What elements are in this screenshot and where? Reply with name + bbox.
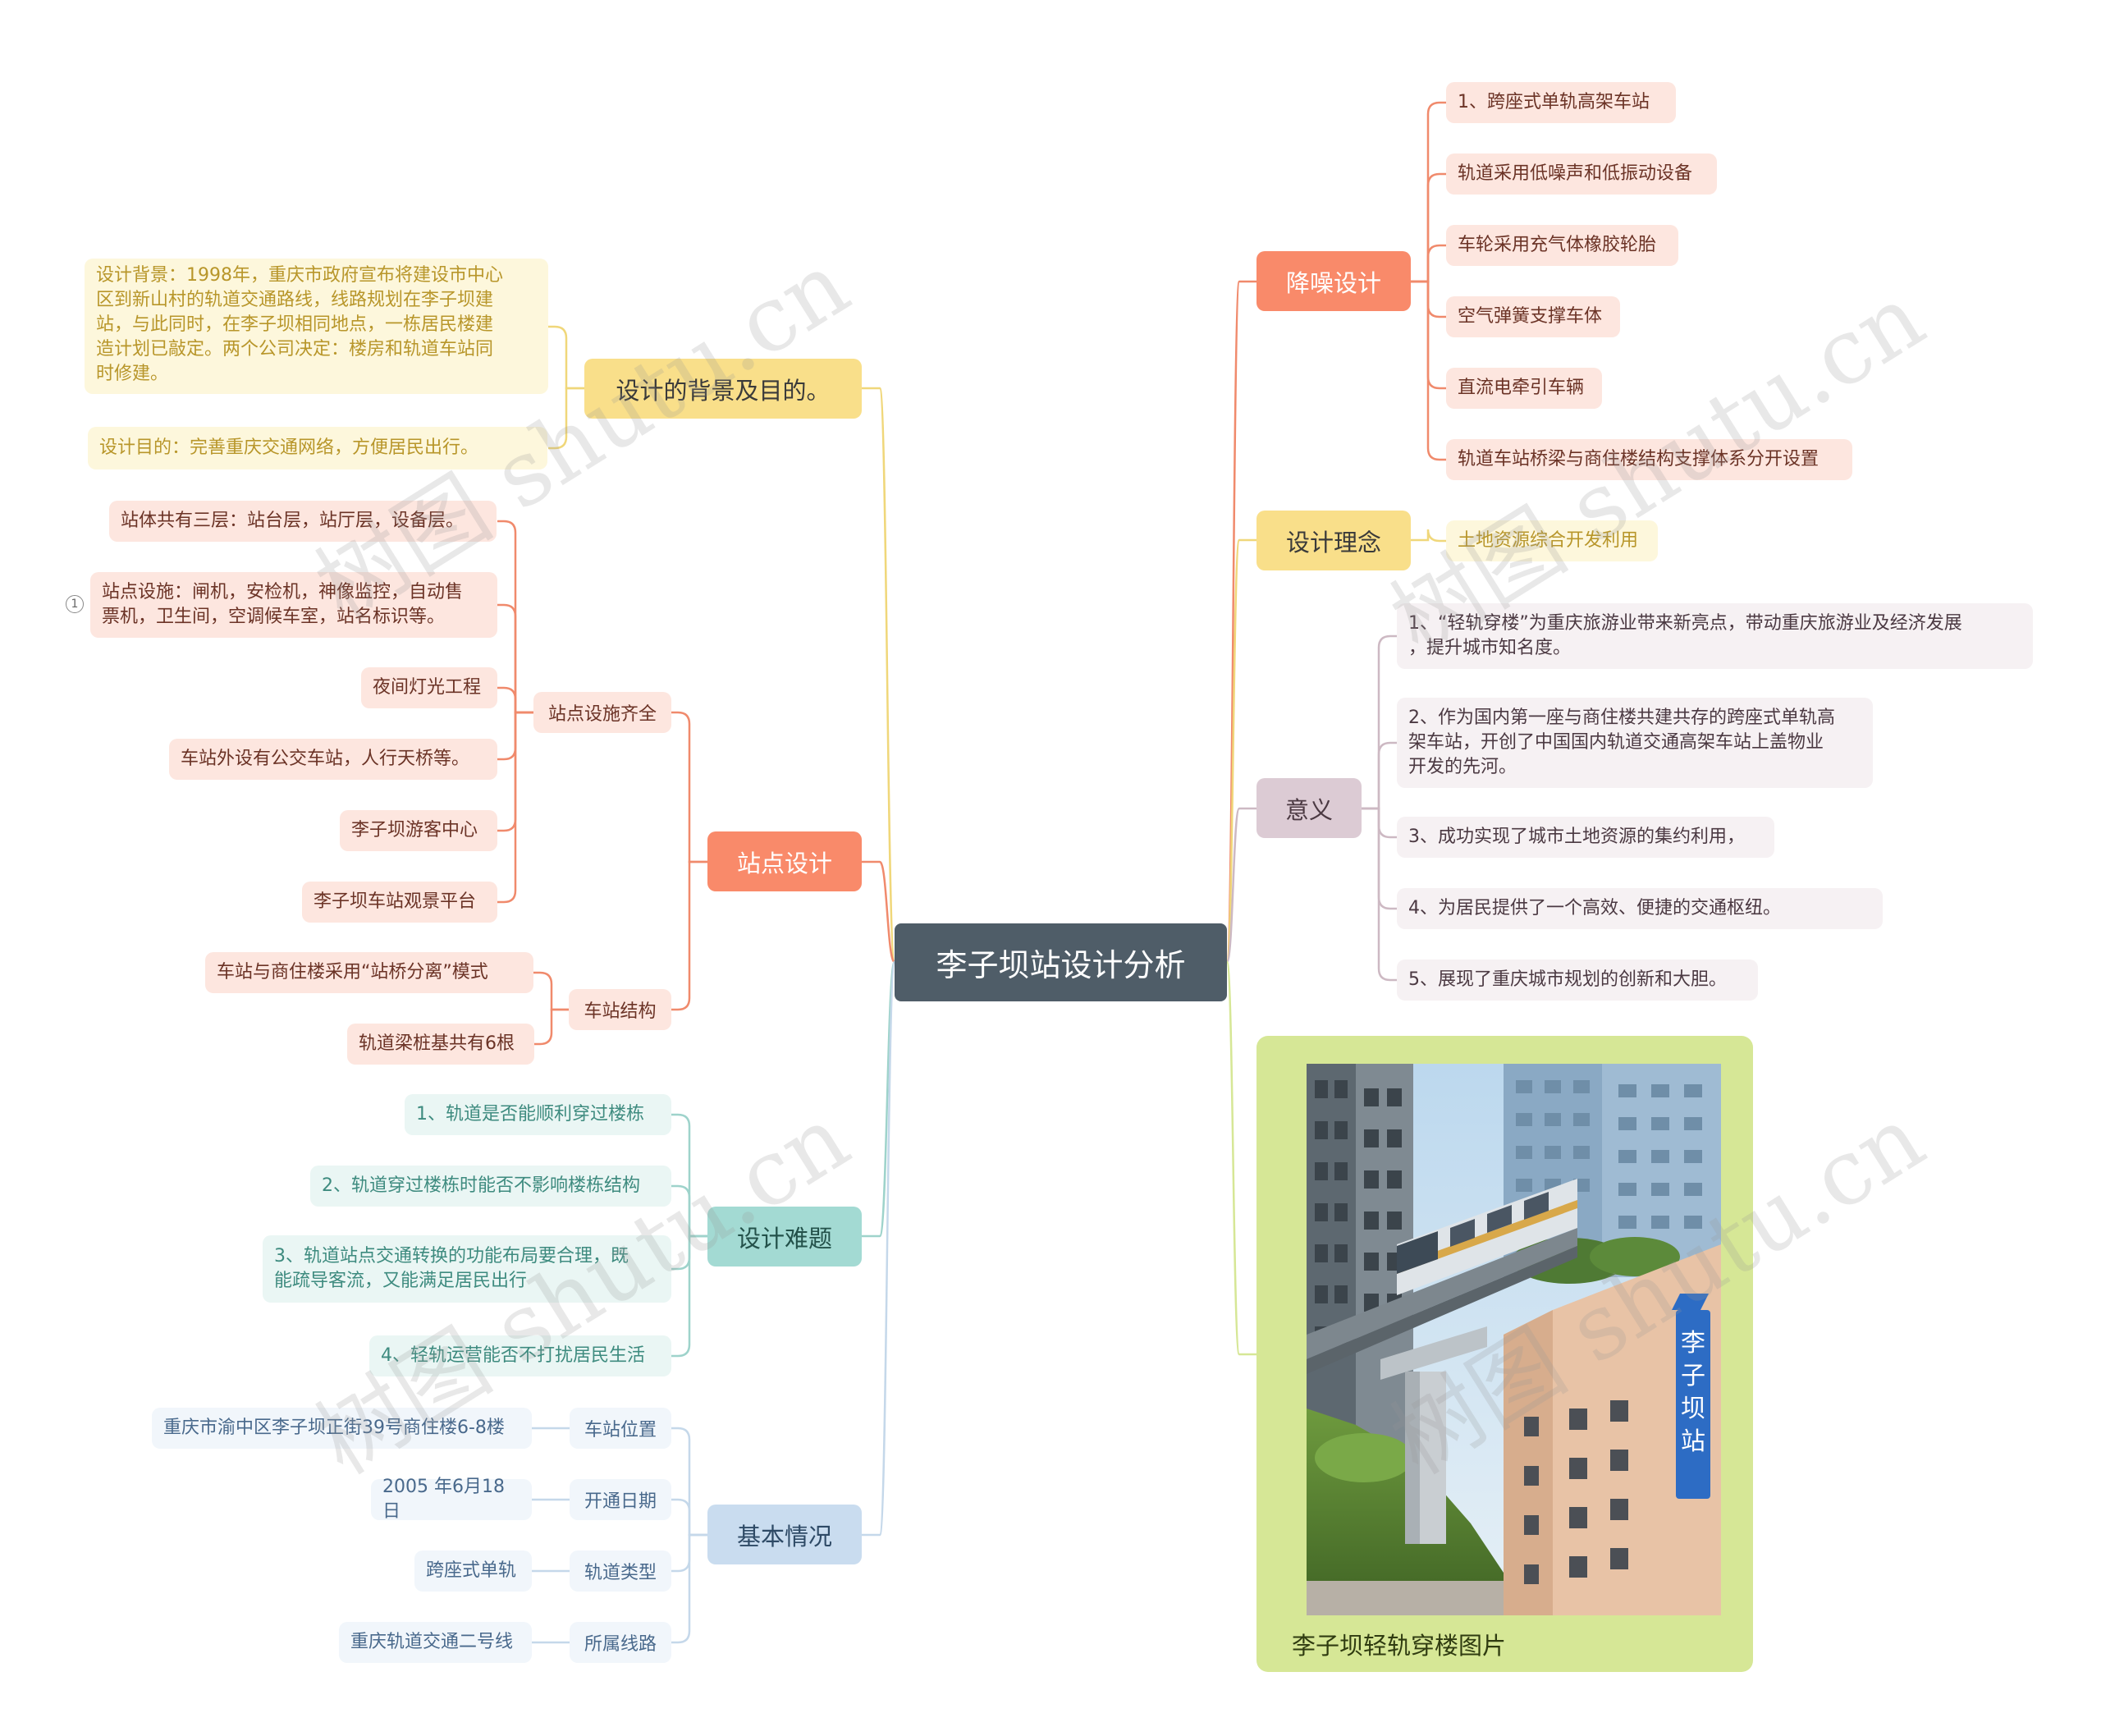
link-root-background (878, 387, 896, 964)
leaf-background-text[interactable]: 设计背景：1998年，重庆市政府宣布将建设市中心 区到新山村的轨道交通路线，线路… (85, 259, 548, 394)
link-meaning-leaf-4 (1362, 807, 1397, 982)
link-root-station (878, 860, 896, 964)
link-basic-sub-3 (671, 1533, 707, 1644)
link-facilities-leaf-1 (497, 603, 533, 714)
link-difficulty-leaf-0 (671, 1113, 707, 1238)
leaf-bridge-separation[interactable]: 车站与商住楼采用“站桥分离”模式 (205, 952, 533, 993)
link-structure-leaf-1 (534, 1008, 569, 1046)
link-noise-leaf-0 (1411, 101, 1446, 283)
sub-facilities[interactable]: 站点设施齐全 (533, 692, 671, 733)
leaf-difficulty-1[interactable]: 1、轨道是否能顺利穿过楼栋 (405, 1094, 671, 1135)
link-meaning-leaf-0 (1362, 634, 1397, 810)
link-background-leaf-1 (548, 387, 584, 450)
sub-open-date[interactable]: 开通日期 (570, 1479, 671, 1520)
marker-badge[interactable]: 1 (66, 595, 84, 613)
leaf-concept[interactable]: 土地资源综合开发利用 (1446, 520, 1658, 561)
sub-line[interactable]: 所属线路 (570, 1622, 671, 1663)
sub-structure[interactable]: 车站结构 (569, 989, 671, 1030)
branch-noise-reduction[interactable]: 降噪设计 (1256, 251, 1411, 311)
link-difficulty-leaf-1 (671, 1184, 707, 1238)
link-concept-leaf-0 (1411, 529, 1446, 543)
sign-char-4: 站 (1681, 1427, 1705, 1456)
sign-char-3: 坝 (1681, 1395, 1705, 1423)
link-noise-leaf-1 (1411, 172, 1446, 283)
branch-design-concept[interactable]: 设计理念 (1256, 511, 1411, 570)
leaf-difficulty-3[interactable]: 3、轨道站点交通转换的功能布局要合理，既 能疏导客流，又能满足居民出行 (263, 1235, 671, 1303)
link-facilities-leaf-5 (497, 711, 533, 904)
leaf-significance-4[interactable]: 4、为居民提供了一个高效、便捷的交通枢纽。 (1397, 888, 1883, 929)
leaf-facility-list[interactable]: 站点设施：闸机，安检机，神像监控，自动售 票机，卫生间，空调候车室，站名标识等。 (90, 572, 497, 638)
photo-illustration: 李 子 坝 站 (1307, 1064, 1721, 1615)
link-facilities-leaf-0 (497, 520, 533, 714)
branch-difficulties[interactable]: 设计难题 (707, 1207, 862, 1267)
leaf-noise-6[interactable]: 轨道车站桥梁与商住楼结构支撑体系分开设置 (1446, 439, 1852, 480)
leaf-significance-1[interactable]: 1、“轻轨穿楼”为重庆旅游业带来新亮点，带动重庆旅游业及经济发展 ，提升城市知名… (1397, 603, 2033, 669)
photo-caption: 李子坝轻轨穿楼图片 (1292, 1632, 1507, 1660)
leaf-significance-5[interactable]: 5、展现了重庆城市规划的创新和大胆。 (1397, 960, 1758, 1001)
sub-location[interactable]: 车站位置 (570, 1408, 671, 1449)
link-root-concept (1225, 538, 1241, 964)
leaf-night-lighting[interactable]: 夜间灯光工程 (361, 667, 497, 708)
link-station-sub-0 (671, 711, 707, 863)
link-root-noise (1225, 280, 1241, 964)
link-noise-leaf-2 (1411, 244, 1446, 283)
link-root-basic (878, 960, 896, 1537)
root-topic[interactable]: 李子坝站设计分析 (895, 923, 1227, 1001)
link-background-leaf-0 (548, 325, 584, 390)
branch-station-design[interactable]: 站点设计 (707, 831, 862, 891)
leaf-difficulty-4[interactable]: 4、轻轨运营能否不打扰居民生活 (369, 1335, 671, 1376)
link-facilities-leaf-2 (497, 686, 533, 714)
leaf-noise-1[interactable]: 1、跨座式单轨高架车站 (1446, 82, 1676, 123)
branch-background[interactable]: 设计的背景及目的。 (584, 359, 862, 419)
leaf-track-type-value[interactable]: 跨座式单轨 (414, 1550, 532, 1592)
leaf-line-value[interactable]: 重庆轨道交通二号线 (339, 1622, 532, 1663)
link-noise-leaf-5 (1411, 280, 1446, 461)
sign-char-1: 李 (1681, 1329, 1705, 1358)
link-difficulty-leaf-3 (671, 1234, 707, 1358)
leaf-location-value[interactable]: 重庆市渝中区李子坝正街39号商住楼6-8楼 (152, 1408, 532, 1449)
leaf-viewing-platform[interactable]: 李子坝车站观景平台 (302, 882, 497, 923)
leaf-pile-count[interactable]: 轨道梁桩基共有6根 (347, 1024, 534, 1065)
link-meaning-leaf-1 (1362, 741, 1397, 810)
leaf-bus-station[interactable]: 车站外设有公交车站，人行天桥等。 (169, 739, 497, 780)
leaf-significance-2[interactable]: 2、作为国内第一座与商住楼共建共存的跨座式单轨高 架车站，开创了中国国内轨道交通… (1397, 698, 1873, 788)
sub-track-type[interactable]: 轨道类型 (570, 1550, 671, 1592)
leaf-purpose-text[interactable]: 设计目的：完善重庆交通网络，方便居民出行。 (88, 427, 547, 469)
liziba-photo: 李 子 坝 站 (1307, 1064, 1721, 1615)
link-root-meaning (1225, 807, 1241, 964)
leaf-three-floors[interactable]: 站体共有三层：站台层，站厅层，设备层。 (109, 501, 497, 542)
branch-significance[interactable]: 意义 (1256, 778, 1362, 838)
leaf-noise-5[interactable]: 直流电牵引车辆 (1446, 368, 1602, 409)
link-root-photo (1225, 960, 1241, 1356)
leaf-noise-3[interactable]: 车轮采用充气体橡胶轮胎 (1446, 225, 1678, 266)
branch-basic-info[interactable]: 基本情况 (707, 1505, 862, 1564)
link-structure-leaf-0 (533, 971, 569, 1011)
leaf-open-date-value[interactable]: 2005 年6月18日 (371, 1477, 532, 1522)
leaf-noise-4[interactable]: 空气弹簧支撑车体 (1446, 296, 1620, 337)
leaf-difficulty-2[interactable]: 2、轨道穿过楼栋时能否不影响楼栋结构 (310, 1166, 671, 1207)
sign-char-2: 子 (1681, 1362, 1705, 1390)
link-basic-sub-0 (671, 1427, 707, 1537)
link-station-sub-1 (671, 860, 707, 1011)
leaf-significance-3[interactable]: 3、成功实现了城市土地资源的集约利用， (1397, 817, 1774, 858)
leaf-visitor-center[interactable]: 李子坝游客中心 (340, 810, 497, 851)
leaf-noise-2[interactable]: 轨道采用低噪声和低振动设备 (1446, 153, 1717, 195)
link-basic-sub-1 (671, 1498, 707, 1537)
